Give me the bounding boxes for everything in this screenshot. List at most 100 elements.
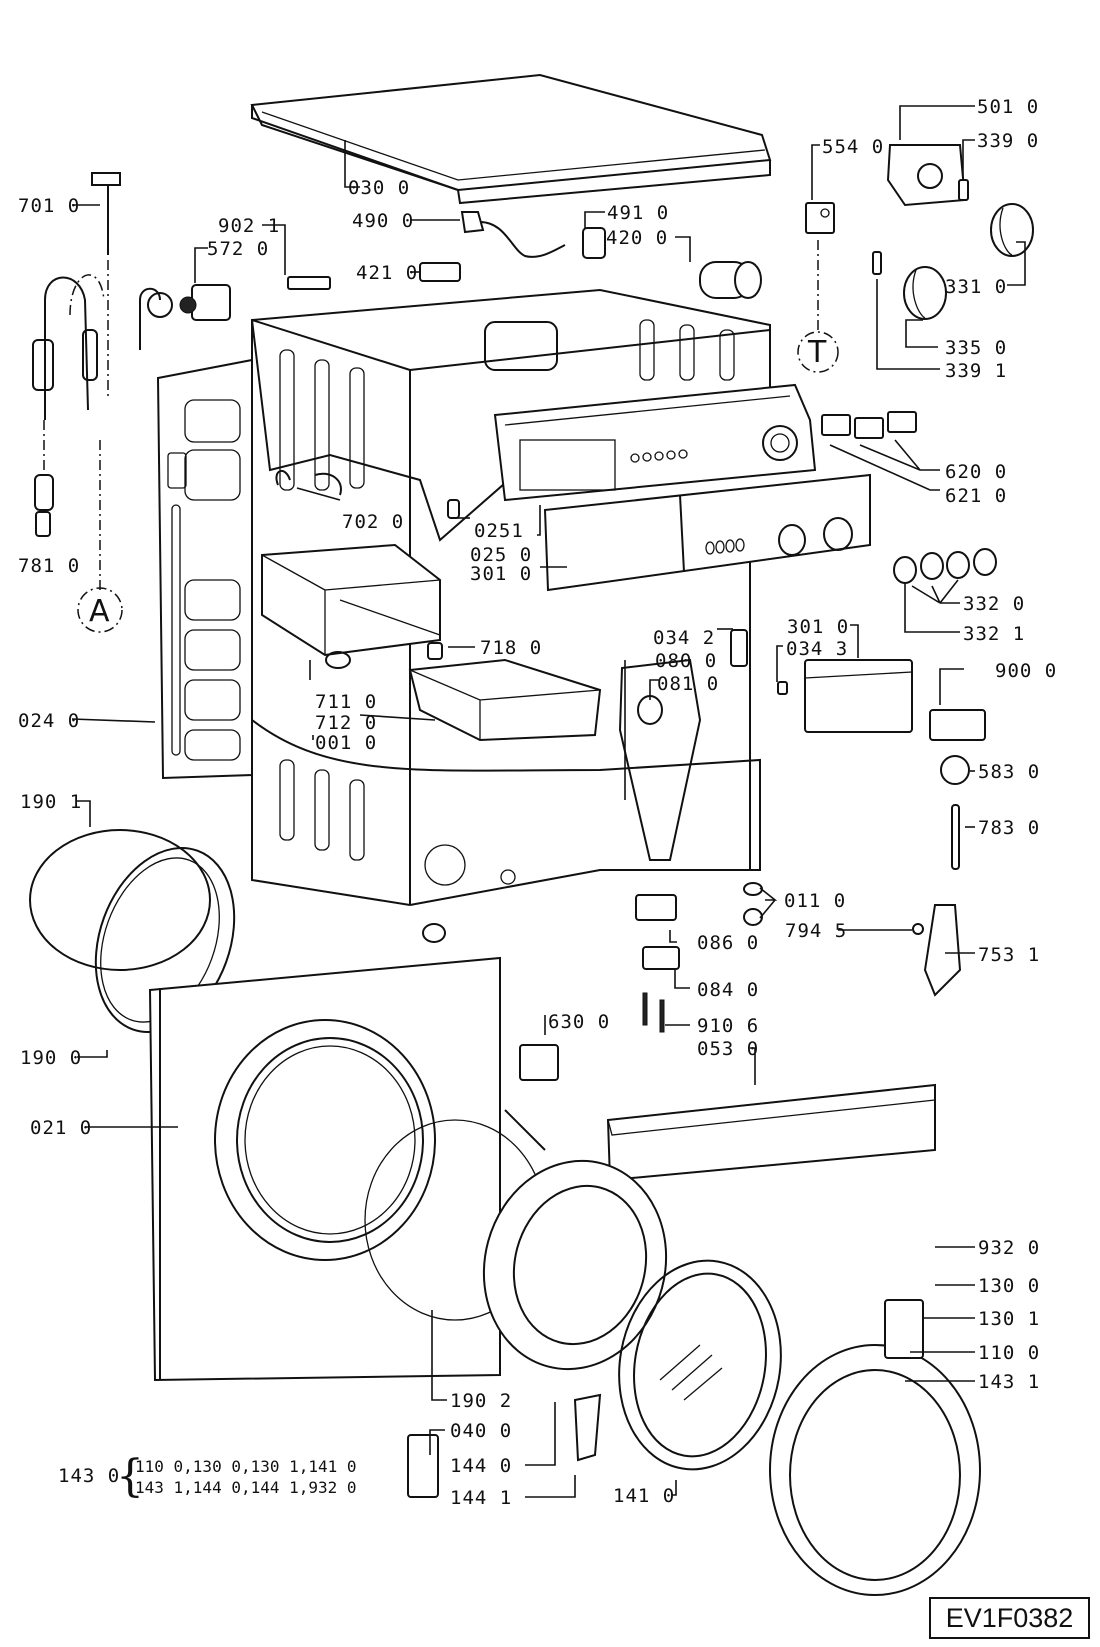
label-130-1: 130 1: [978, 1308, 1040, 1330]
label-190-0: 190 0: [20, 1047, 82, 1069]
power-cord-plug-part[interactable]: [460, 211, 566, 258]
label-301-0-a: 301 0: [470, 563, 532, 585]
door-seal-part[interactable]: [29, 828, 259, 1051]
label-025-0: 025 0: [470, 544, 532, 566]
control-panel-frame-part[interactable]: [493, 383, 817, 502]
label-021-0: 021 0: [30, 1117, 92, 1139]
noise-filter-part[interactable]: [419, 262, 461, 282]
label-080-0: 080 0: [655, 650, 717, 672]
label-331-0: 331 0: [945, 276, 1007, 298]
label-034-3: 034 3: [786, 638, 848, 660]
label-024-0: 024 0: [18, 710, 80, 732]
kick-plate-part[interactable]: [606, 1083, 936, 1182]
kit-legend: 143 0 { 110 0,130 0,130 1,141 0 143 1,14…: [58, 1451, 357, 1502]
part-labels: 030 0 701 0 902 1 572 0 490 0 491 0 420 …: [18, 96, 1056, 1509]
pressure-switch-bracket-part[interactable]: [929, 709, 986, 741]
label-711-0: 711 0: [315, 691, 377, 713]
push-button-switches-part[interactable]: [821, 411, 917, 439]
label-339-0: 339 0: [977, 130, 1039, 152]
pin-part[interactable]: [777, 681, 788, 695]
o-ring-part[interactable]: [912, 923, 924, 935]
capacitor-part[interactable]: [699, 261, 762, 299]
pressure-switch-part[interactable]: [940, 755, 970, 785]
label-144-0: 144 0: [450, 1455, 512, 1477]
label-701-0: 701 0: [18, 195, 80, 217]
door-interlock-part[interactable]: [519, 1044, 559, 1081]
label-335-0: 335 0: [945, 337, 1007, 359]
door-gasket-ring-part[interactable]: [618, 658, 702, 861]
label-702-0: 702 0: [342, 511, 404, 533]
label-130-0: 130 0: [978, 1275, 1040, 1297]
door-outer-ring-part[interactable]: [769, 1344, 981, 1596]
label-332-1: 332 1: [963, 623, 1025, 645]
drawer-handle-part[interactable]: [804, 659, 913, 733]
callout-a-text: A: [89, 594, 110, 629]
label-490-0: 490 0: [352, 210, 414, 232]
label-794-5: 794 5: [785, 920, 847, 942]
label-718-0: 718 0: [480, 637, 542, 659]
label-011-0: 011 0: [784, 890, 846, 912]
top-cover-part[interactable]: [250, 73, 772, 205]
label-141-0: 141 0: [613, 1485, 675, 1507]
damper-feet-part[interactable]: [422, 882, 763, 943]
hinge-bracket-part[interactable]: [730, 629, 748, 667]
cable-clip-part[interactable]: [447, 499, 460, 519]
label-301-0-b: 301 0: [787, 616, 849, 638]
drain-hose-bend-part[interactable]: [139, 287, 173, 350]
kit-legend-line-1: 110 0,130 0,130 1,141 0: [135, 1457, 357, 1476]
label-332-0: 332 0: [963, 593, 1025, 615]
counterweight-clamp-part[interactable]: [642, 946, 680, 970]
terminal-block-part[interactable]: [287, 276, 331, 290]
label-902-1: 902 1: [218, 215, 280, 237]
label-110-0: 110 0: [978, 1342, 1040, 1364]
kit-legend-code: 143 0: [58, 1465, 120, 1487]
door-handle-part[interactable]: [884, 1299, 924, 1359]
label-932-0: 932 0: [978, 1237, 1040, 1259]
hinge-plate-part[interactable]: [573, 1393, 602, 1462]
label-910-6: 910 6: [697, 1015, 759, 1037]
thermostat-part[interactable]: [805, 202, 835, 234]
spindle-adapter-part[interactable]: [872, 179, 969, 275]
label-781-0: 781 0: [18, 555, 80, 577]
temperature-knob-part[interactable]: [903, 266, 947, 320]
label-491-0: 491 0: [607, 202, 669, 224]
label-420-0: 420 0: [606, 227, 668, 249]
control-panel-fascia-part[interactable]: [543, 473, 871, 592]
label-025-1: 0251: [474, 520, 524, 542]
drain-pipe-part[interactable]: [275, 470, 342, 496]
label-620-0: 620 0: [945, 461, 1007, 483]
leader-lines: [71, 105, 1026, 1498]
inlet-hose-part[interactable]: [32, 172, 121, 590]
front-panel-part[interactable]: [148, 956, 546, 1382]
door-inner-frame-part[interactable]: [461, 1140, 689, 1389]
fastener-part[interactable]: [637, 695, 663, 725]
counterweight-clip-part[interactable]: [635, 894, 677, 921]
label-753-1: 753 1: [978, 944, 1040, 966]
kit-legend-line-2: 143 1,144 0,144 1,932 0: [135, 1478, 357, 1497]
push-button-knobs-part[interactable]: [893, 548, 997, 584]
label-081-0: 081 0: [657, 673, 719, 695]
tube-part[interactable]: [951, 804, 960, 870]
screws-part[interactable]: [642, 992, 665, 1033]
detergent-dispenser-housing-part[interactable]: [261, 543, 441, 669]
label-554-0: 554 0: [822, 136, 884, 158]
program-knob-part[interactable]: [990, 203, 1034, 257]
kit-legend-brace: {: [116, 1451, 144, 1502]
label-086-0: 086 0: [697, 932, 759, 954]
cord-clamp-part[interactable]: [582, 227, 606, 259]
label-621-0: 621 0: [945, 485, 1007, 507]
door-glass-part[interactable]: [603, 1248, 797, 1483]
label-339-1: 339 1: [945, 360, 1007, 382]
side-panel-part[interactable]: [156, 358, 253, 780]
reference-callout-a: A: [77, 587, 123, 633]
door-lock-part[interactable]: [923, 904, 962, 997]
hinge-part[interactable]: [407, 1434, 439, 1498]
water-valve-part[interactable]: [179, 284, 231, 321]
label-783-0: 783 0: [978, 817, 1040, 839]
label-143-1: 143 1: [978, 1371, 1040, 1393]
timer-part[interactable]: [886, 144, 967, 207]
reference-callout-t: T: [797, 240, 839, 373]
label-084-0: 084 0: [697, 979, 759, 1001]
label-572-0: 572 0: [207, 238, 269, 260]
detergent-drawer-part[interactable]: [408, 642, 602, 742]
